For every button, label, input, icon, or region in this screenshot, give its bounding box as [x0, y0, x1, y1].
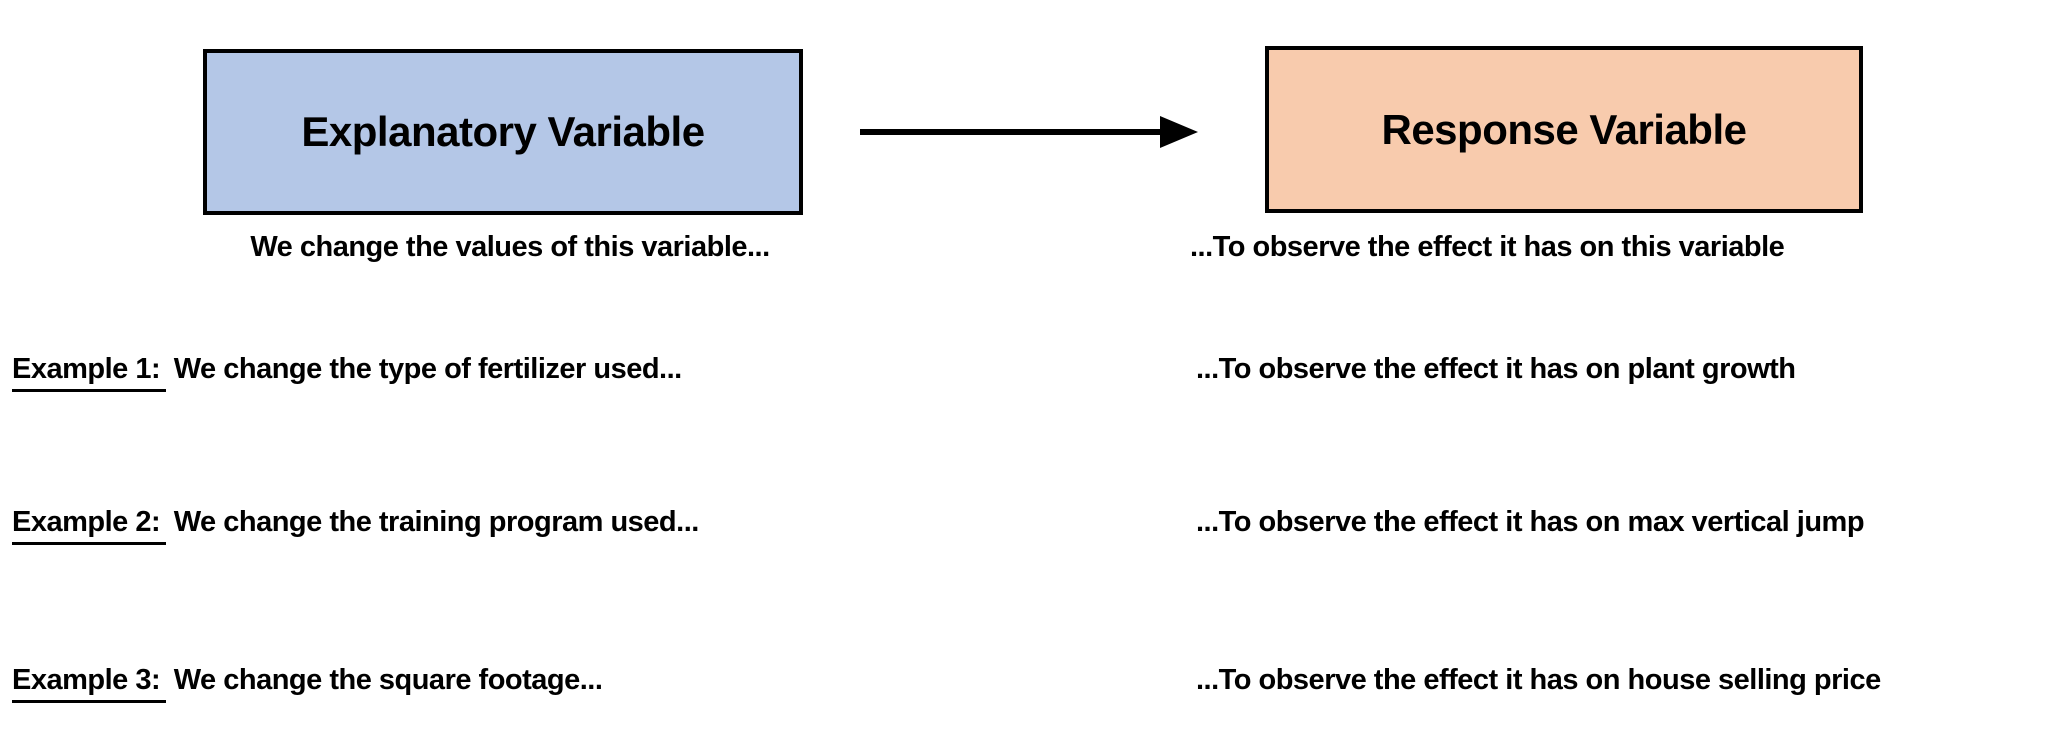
example-label: Example 1: [12, 352, 167, 392]
response-caption: ...To observe the effect it has on this … [1190, 231, 1785, 263]
example-row-right: ...To observe the effect it has on house… [1196, 664, 1881, 696]
explanatory-variable-box: Explanatory Variable [203, 49, 803, 215]
right-arrow-icon [860, 116, 1198, 148]
explanatory-variable-label: Explanatory Variable [301, 108, 705, 155]
example-row-left: Example 3: We change the square footage.… [12, 663, 603, 703]
example-left-text: We change the type of fertilizer used... [173, 353, 683, 385]
example-row-right: ...To observe the effect it has on max v… [1196, 506, 1865, 538]
example-label: Example 3: [12, 663, 167, 703]
example-row-right: ...To observe the effect it has on plant… [1196, 353, 1796, 385]
example-left-text: We change the training program used... [173, 506, 700, 538]
response-variable-label: Response Variable [1381, 105, 1747, 153]
response-variable-box: Response Variable [1265, 46, 1863, 213]
example-row-left: Example 2: We change the training progra… [12, 505, 699, 545]
example-left-text: We change the square footage... [173, 664, 603, 696]
example-label: Example 2: [12, 505, 167, 545]
explanatory-caption: We change the values of this variable... [250, 231, 770, 263]
example-row-left: Example 1: We change the type of fertili… [12, 352, 682, 392]
